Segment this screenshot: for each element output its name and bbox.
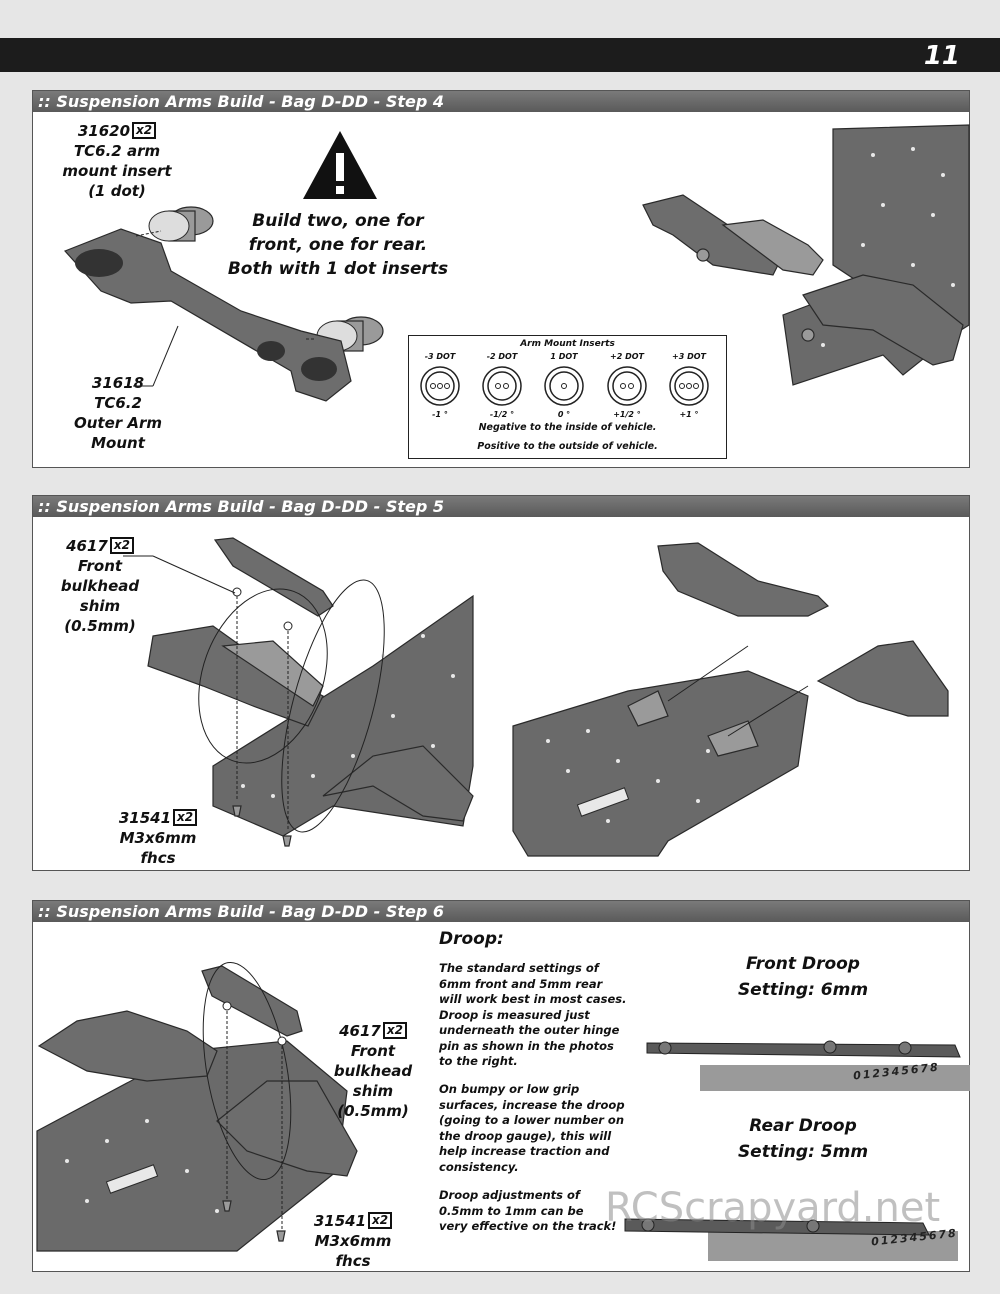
step6-screw-desc-2: fhcs	[335, 1252, 371, 1270]
front-droop-photo	[646, 1040, 970, 1091]
step5-screw-qty: x2	[173, 809, 198, 826]
outer-desc-2: Outer Arm	[73, 414, 163, 432]
arm-mount-inserts-chart: Arm Mount Inserts -3 DOT -2 DOT 1 DOT +2…	[408, 335, 727, 459]
step4-panel: :: Suspension Arms Build - Bag D-DD - St…	[32, 90, 970, 468]
step6-shim-desc-1: Front	[350, 1042, 396, 1060]
inserts-chart-title: Arm Mount Inserts	[520, 339, 615, 349]
step6-shim-qty: x2	[382, 1022, 407, 1039]
step6-panel: :: Suspension Arms Build - Bag D-DD - St…	[32, 900, 970, 1272]
page-number: 11	[923, 41, 960, 71]
step5-shim-qty: x2	[109, 537, 134, 554]
warning-line-1: Build two, one for	[252, 211, 424, 231]
step5-shim-desc-2: bulkhead	[60, 577, 140, 595]
rear-chassis-illustration-step5	[512, 542, 949, 857]
outer-part-leader-line	[133, 325, 179, 387]
step5-screw-part: 31541	[118, 809, 172, 827]
rear-droop-label: Rear Droop Setting: 5mm	[708, 1113, 898, 1165]
step5-screw-desc-2: fhcs	[140, 849, 176, 867]
warning-line-2: front, one for rear.	[248, 235, 428, 255]
droop-heading: Droop:	[439, 929, 504, 949]
insert-bottom-5: +1 °	[679, 410, 699, 419]
outer-part-number: 31618	[91, 374, 145, 392]
insert-top-3: 1 DOT	[550, 352, 578, 361]
step5-panel: :: Suspension Arms Build - Bag D-DD - St…	[32, 495, 970, 871]
insert-top-1: -3 DOT	[424, 352, 456, 361]
insert-bottom-1: -1 °	[432, 410, 448, 419]
step5-shim-desc-1: Front	[77, 557, 123, 575]
rear-droop-line-1: Rear Droop	[749, 1116, 857, 1136]
step4-title: :: Suspension Arms Build - Bag D-DD - St…	[33, 91, 969, 112]
rear-droop-line-2: Setting: 5mm	[737, 1142, 869, 1162]
outer-desc-3: Mount	[91, 434, 145, 452]
insert-bottom-2: -1/2 °	[489, 410, 515, 419]
insert-desc-1: TC6.2 arm	[73, 142, 161, 160]
step6-shim-desc-2: bulkhead	[333, 1062, 413, 1080]
step5-shim-desc-4: (0.5mm)	[64, 617, 136, 635]
watermark: RCScrapyard.net	[605, 1185, 941, 1231]
step6-screw-part: 31541	[313, 1212, 367, 1230]
step6-shim-desc-4: (0.5mm)	[337, 1102, 409, 1120]
warning-text: Build two, one for front, one for rear. …	[203, 209, 473, 281]
warning-triangle-icon	[303, 131, 377, 199]
step6-title: :: Suspension Arms Build - Bag D-DD - St…	[33, 901, 969, 922]
outer-part-callout: 31618 TC6.2 Outer Arm Mount	[63, 373, 173, 453]
front-droop-line-2: Setting: 6mm	[737, 980, 869, 1000]
step5-shim-desc-3: shim	[79, 597, 121, 615]
insert-bottom-4: +1/2 °	[613, 410, 641, 419]
rear-droop-photo	[624, 1218, 958, 1261]
inserts-note-positive: Positive to the outside of vehicle.	[477, 441, 658, 452]
chassis-arms-illustration-step6	[36, 961, 358, 1252]
step5-title: :: Suspension Arms Build - Bag D-DD - St…	[33, 496, 969, 517]
front-droop-line-1: Front Droop	[746, 954, 860, 974]
warning-line-3: Both with 1 dot inserts	[227, 259, 449, 279]
insert-top-2: -2 DOT	[486, 352, 518, 361]
front-droop-label: Front Droop Setting: 6mm	[708, 951, 898, 1003]
step6-screw-qty: x2	[368, 1212, 393, 1229]
outer-desc-1: TC6.2	[94, 394, 142, 412]
step5-shim-part: 4617	[66, 537, 108, 555]
step6-screw-desc-1: M3x6mm	[314, 1232, 392, 1250]
step5-shim-leader	[123, 555, 236, 594]
page-header-bar: 11	[0, 38, 1000, 72]
insert-desc-3: (1 dot)	[88, 182, 146, 200]
front-chassis-illustration-step5	[147, 537, 474, 847]
insert-desc-2: mount insert	[62, 162, 172, 180]
chassis-arms-illustration-step4	[642, 124, 970, 386]
inserts-note-negative: Negative to the inside of vehicle.	[478, 422, 657, 433]
step6-shim-desc-3: shim	[352, 1082, 394, 1100]
insert-top-5: +3 DOT	[672, 352, 706, 361]
step5-screw-desc-1: M3x6mm	[119, 829, 197, 847]
step6-shim-part: 4617	[339, 1022, 381, 1040]
insert-bottom-3: 0 °	[557, 410, 571, 419]
insert-diagrams	[420, 366, 709, 406]
insert-qty: x2	[132, 122, 157, 139]
outer-arm-mount-illustration	[63, 206, 384, 402]
insert-part-number: 31620	[77, 122, 131, 140]
insert-top-4: +2 DOT	[610, 352, 644, 361]
